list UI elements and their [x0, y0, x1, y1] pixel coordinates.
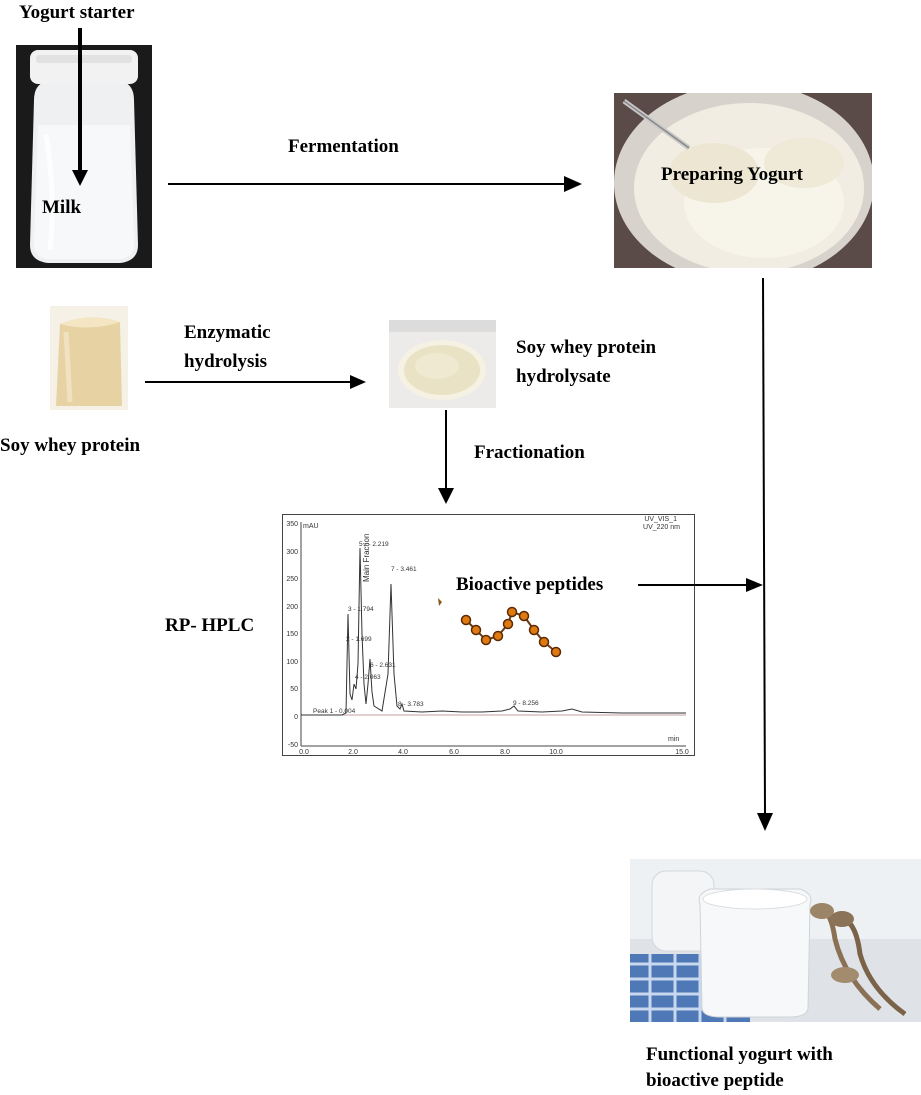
- peptide-chain-icon: [438, 598, 562, 658]
- preparing-yogurt-label: Preparing Yogurt: [661, 164, 803, 185]
- milk-label: Milk: [42, 197, 82, 218]
- functional-yogurt-line1: Functional yogurt with: [646, 1044, 833, 1065]
- functional-yogurt-image: [630, 859, 921, 1022]
- hplc-xtick: 8.0: [500, 749, 510, 756]
- hplc-peak-label: 9 - 8.256: [513, 700, 539, 707]
- fractionation-label: Fractionation: [474, 442, 585, 463]
- enzymatic-hydrolysis-line1: Enzymatic: [184, 322, 271, 343]
- hplc-header-right: UV_VIS_1: [644, 516, 677, 523]
- hplc-ytick: 50: [290, 686, 298, 693]
- hplc-ytick: 350: [286, 521, 298, 528]
- soy-whey-protein-label: Soy whey protein: [0, 435, 141, 456]
- hplc-peak-label: 3 - 1.794: [348, 606, 374, 613]
- hplc-y-unit: mAU: [303, 523, 319, 530]
- enzymatic-hydrolysis-line2: hydrolysis: [184, 351, 268, 372]
- hplc-ytick: 300: [286, 549, 298, 556]
- yogurt-to-functional-arrow: [762, 277, 766, 816]
- hydrolysate-label-line2: hydrolysate: [516, 366, 611, 387]
- hplc-trace: [301, 547, 686, 716]
- hplc-ytick: 150: [286, 631, 298, 638]
- rp-hplc-label: RP- HPLC: [165, 615, 255, 636]
- hplc-peak-label: Peak 1 - 0.004: [313, 708, 356, 715]
- hplc-chromatogram: UV_VIS_1 UV_220 nm mAU min Main Fraction…: [282, 514, 695, 756]
- hplc-header-sub: UV_220 nm: [643, 524, 680, 531]
- fermentation-label: Fermentation: [288, 136, 399, 157]
- hplc-xtick: 2.0: [348, 749, 358, 756]
- hydrolysate-label-line1: Soy whey protein: [516, 337, 657, 358]
- preparing-yogurt-image: [614, 93, 872, 268]
- hplc-xtick: 15.0: [675, 749, 689, 756]
- hydrolysate-image: [389, 320, 496, 408]
- hplc-peak-label: 6 - 2.631: [370, 662, 396, 669]
- hplc-ytick: -50: [288, 742, 298, 749]
- hplc-ytick: 100: [286, 659, 298, 666]
- hplc-xtick: 6.0: [449, 749, 459, 756]
- hplc-peak-label: 2 - 1.699: [346, 636, 372, 643]
- functional-yogurt-line2: bioactive peptide: [646, 1070, 784, 1091]
- hplc-peak-label: 8 - 3.783: [398, 701, 424, 708]
- hplc-ytick: 200: [286, 604, 298, 611]
- hplc-peak-label: 7 - 3.461: [391, 566, 417, 573]
- hplc-xtick: 4.0: [398, 749, 408, 756]
- bioactive-peptides-label: Bioactive peptides: [456, 574, 604, 595]
- hplc-ytick: 0: [294, 714, 298, 721]
- hplc-x-unit: min: [668, 736, 679, 743]
- hplc-peak-label: 5 - - 2.219: [359, 541, 389, 548]
- hplc-xtick: 0.0: [299, 749, 309, 756]
- hplc-peak-label: 4 - 2.063: [355, 674, 381, 681]
- hplc-xtick: 10.0: [549, 749, 563, 756]
- yogurt-starter-label: Yogurt starter: [19, 2, 135, 23]
- hplc-ytick: 250: [286, 576, 298, 583]
- soy-whey-protein-image: [50, 306, 128, 410]
- hplc-fraction-label: Main Fraction: [362, 534, 371, 582]
